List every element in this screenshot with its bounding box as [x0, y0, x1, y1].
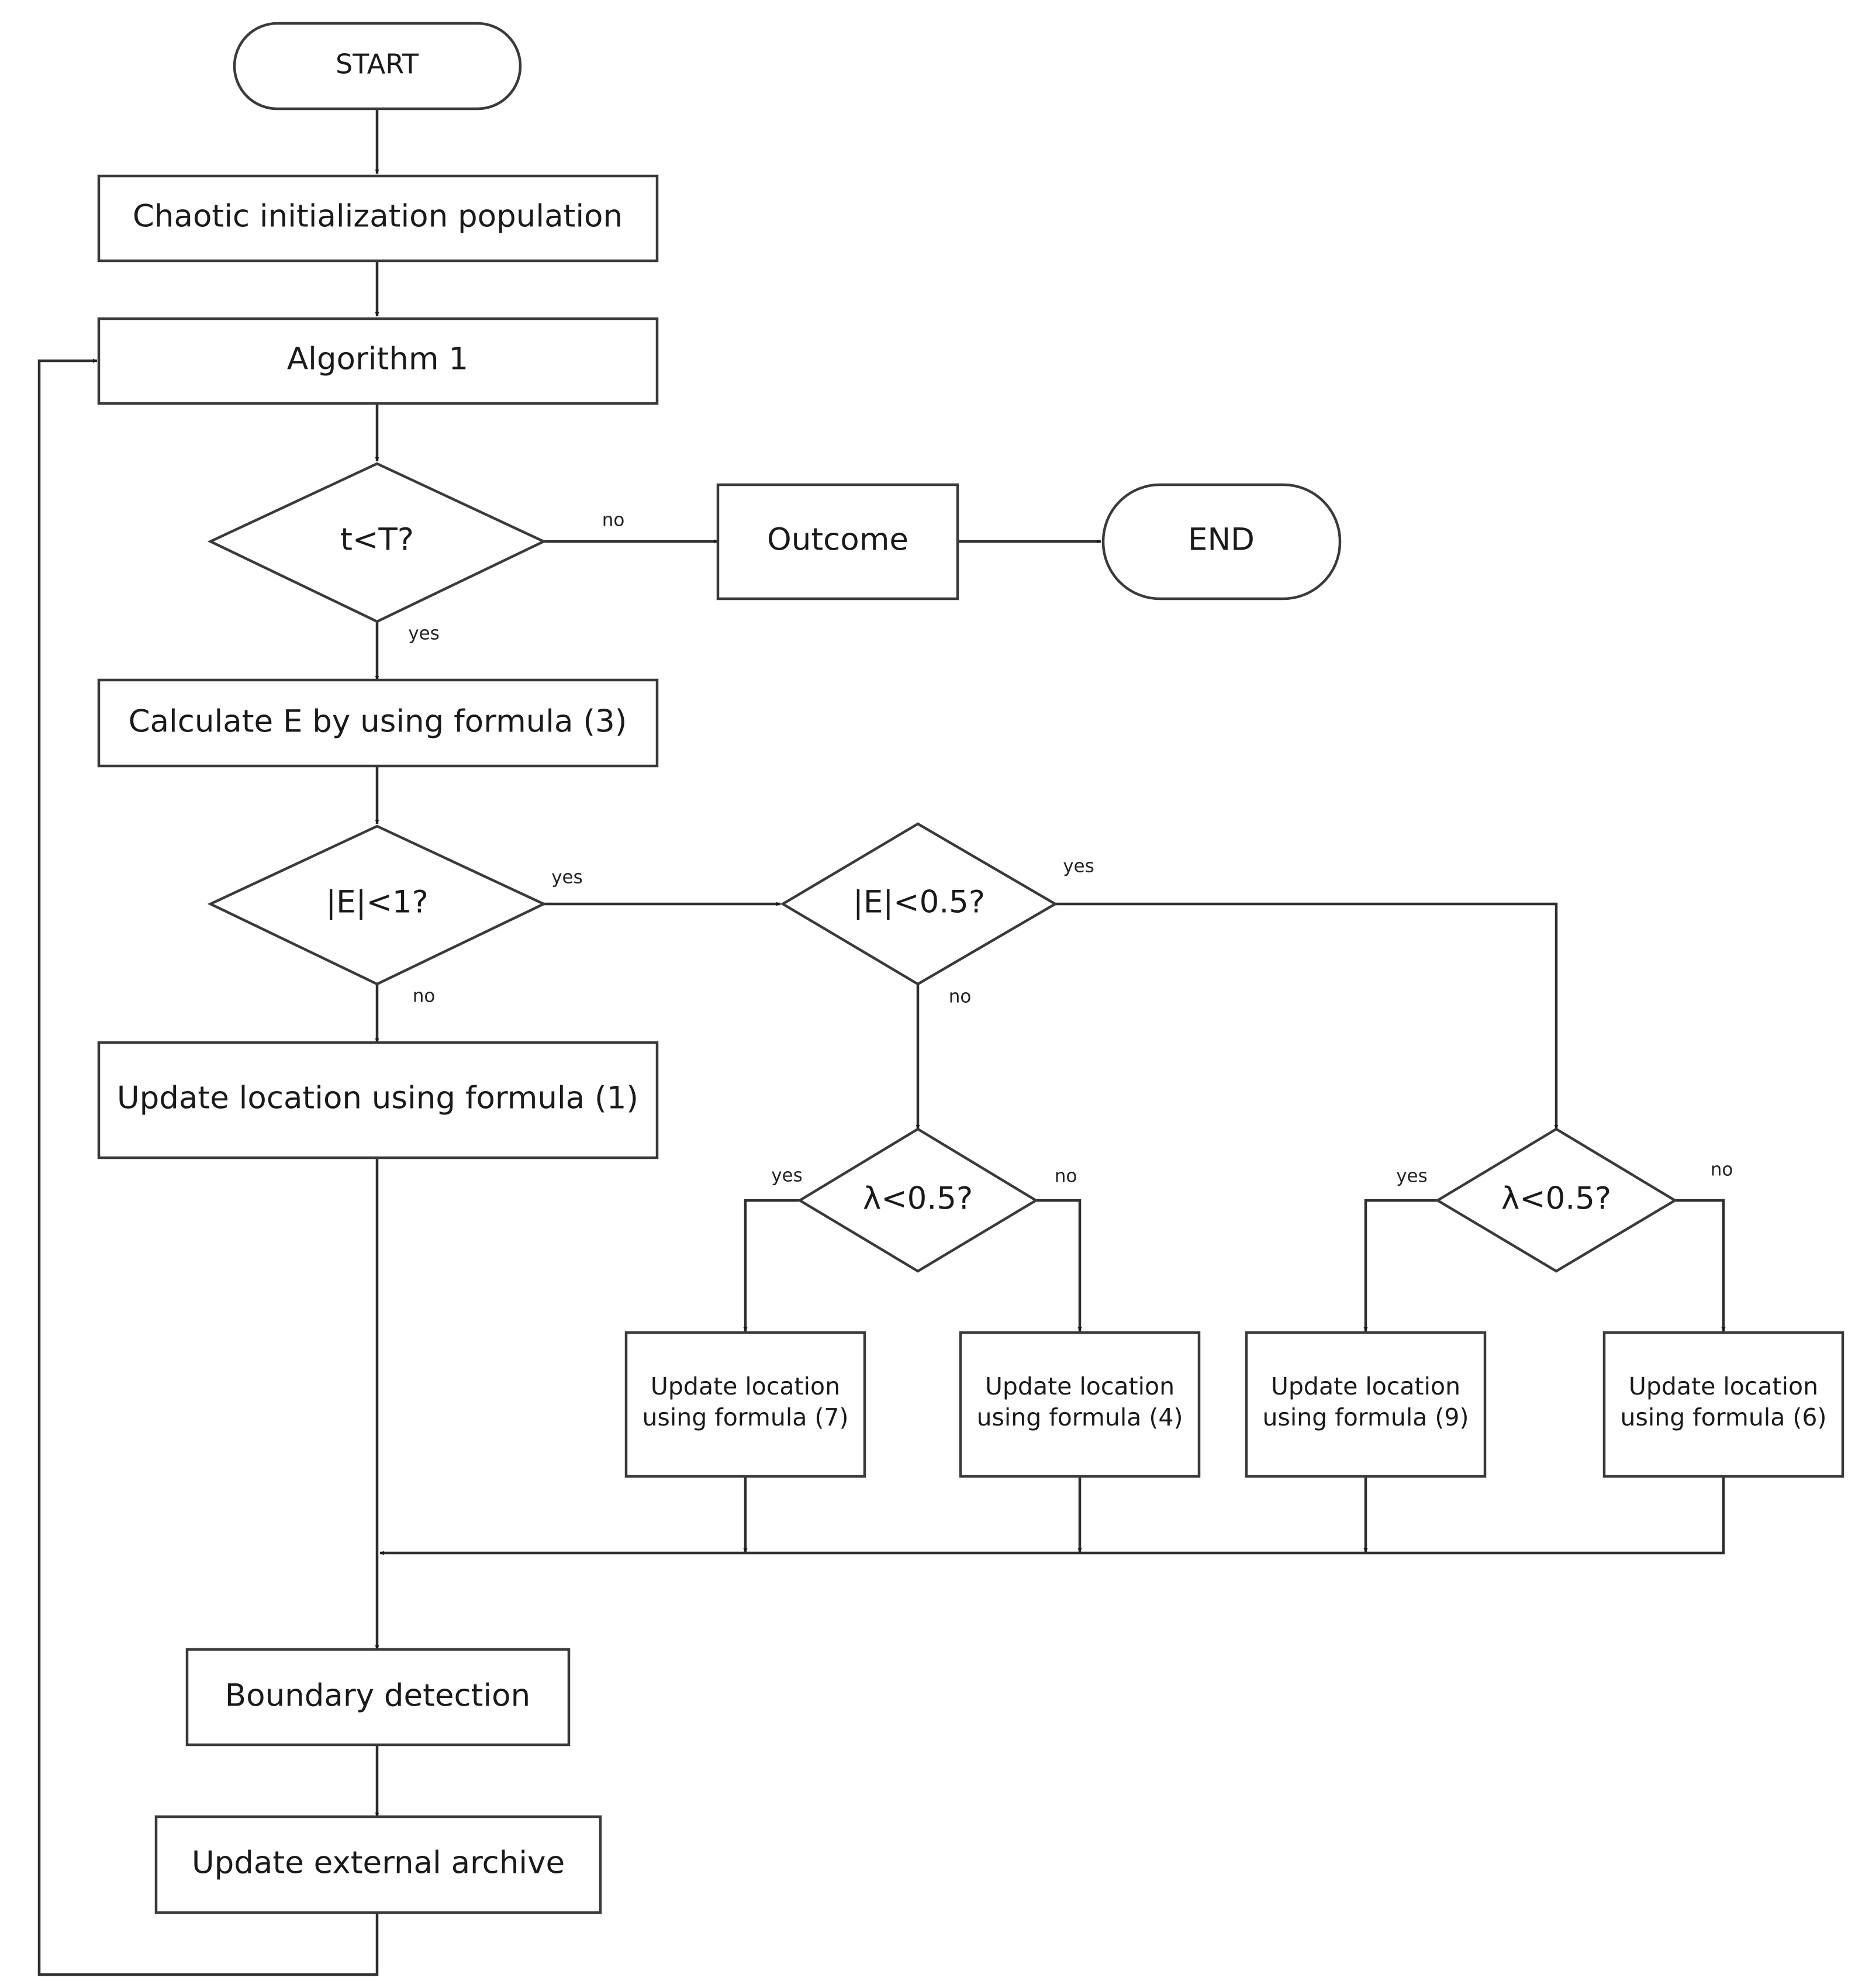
boundary-label: Boundary detection — [225, 1678, 530, 1714]
lambda-left-decision: λ<0.5? — [797, 1127, 1039, 1273]
algorithm1-label: Algorithm 1 — [287, 341, 468, 377]
lambda-left-label: λ<0.5? — [863, 1181, 973, 1217]
algorithm1-process: Algorithm 1 — [97, 317, 659, 405]
update-f9-line2: using formula (9) — [1263, 1403, 1469, 1431]
connectors — [37, 109, 1726, 1976]
lambda-right-label: λ<0.5? — [1501, 1181, 1611, 1217]
archive-label: Update external archive — [192, 1845, 565, 1881]
calc-e-label: Calculate E by using formula (3) — [129, 704, 627, 740]
update-f1-process: Update location using formula (1) — [97, 1041, 659, 1159]
edge-label-e05-no: no — [949, 986, 972, 1007]
update-f7-process: Update location using formula (7) — [624, 1331, 866, 1478]
update-f6-process: Update location using formula (6) — [1602, 1331, 1844, 1478]
update-f4-line2: using formula (4) — [977, 1403, 1183, 1431]
edge-label-t-yes: yes — [408, 623, 440, 644]
e-lt-1-label: |E|<1? — [326, 885, 428, 920]
chaotic-init-label: Chaotic initialization population — [133, 199, 623, 234]
edge-label-e05-yes: yes — [1063, 856, 1094, 877]
start-terminal: START — [233, 22, 522, 111]
edge-label-lambda-left-no: no — [1055, 1166, 1077, 1187]
edge-labels: no yes yes no yes no yes no yes no — [408, 510, 1733, 1187]
outcome-label: Outcome — [767, 522, 908, 558]
chaotic-init-process: Chaotic initialization population — [97, 174, 659, 263]
update-f9-line1: Update location — [1271, 1372, 1460, 1400]
update-f9-process: Update location using formula (9) — [1245, 1331, 1487, 1478]
edge-lambda-left-to-f7 — [743, 1199, 800, 1331]
lambda-right-decision: λ<0.5? — [1435, 1127, 1678, 1273]
edge-lambda-left-to-f4 — [1036, 1199, 1082, 1331]
t-check-label: t<T? — [340, 522, 414, 558]
start-label: START — [336, 49, 419, 80]
edge-label-lambda-right-yes: yes — [1396, 1166, 1428, 1187]
e-lt-05-decision: |E|<0.5? — [780, 822, 1058, 986]
calc-e-process: Calculate E by using formula (3) — [97, 678, 659, 768]
end-label: END — [1188, 522, 1255, 558]
update-f6-line2: using formula (6) — [1621, 1403, 1827, 1431]
update-f7-line2: using formula (7) — [642, 1403, 849, 1431]
edge-label-t-no: no — [602, 510, 625, 531]
end-terminal: END — [1101, 483, 1342, 600]
outcome-process: Outcome — [716, 483, 959, 600]
edge-e05-to-lambda-right — [1055, 902, 1559, 1129]
e-lt-1-decision: |E|<1? — [207, 824, 547, 986]
edge-label-lambda-left-yes: yes — [771, 1165, 803, 1186]
edge-label-e1-no: no — [413, 986, 436, 1007]
edge-label-lambda-right-no: no — [1711, 1159, 1733, 1181]
edge-merge-line — [380, 1476, 1725, 1555]
archive-process: Update external archive — [154, 1815, 602, 1914]
update-f4-line1: Update location — [985, 1372, 1175, 1400]
edge-label-e1-yes: yes — [551, 867, 583, 888]
edge-lambda-right-to-f9 — [1363, 1199, 1438, 1331]
update-f4-process: Update location using formula (4) — [959, 1331, 1201, 1478]
edge-archive-loop-to-algorithm1 — [37, 358, 379, 1976]
e-lt-05-label: |E|<0.5? — [853, 885, 985, 920]
t-check-decision: t<T? — [207, 462, 547, 623]
update-f6-line1: Update location — [1629, 1372, 1818, 1400]
update-f1-label: Update location using formula (1) — [117, 1081, 638, 1116]
boundary-process: Boundary detection — [185, 1648, 571, 1747]
update-f7-line1: Update location — [651, 1372, 840, 1400]
edge-lambda-right-to-f6 — [1675, 1199, 1726, 1331]
